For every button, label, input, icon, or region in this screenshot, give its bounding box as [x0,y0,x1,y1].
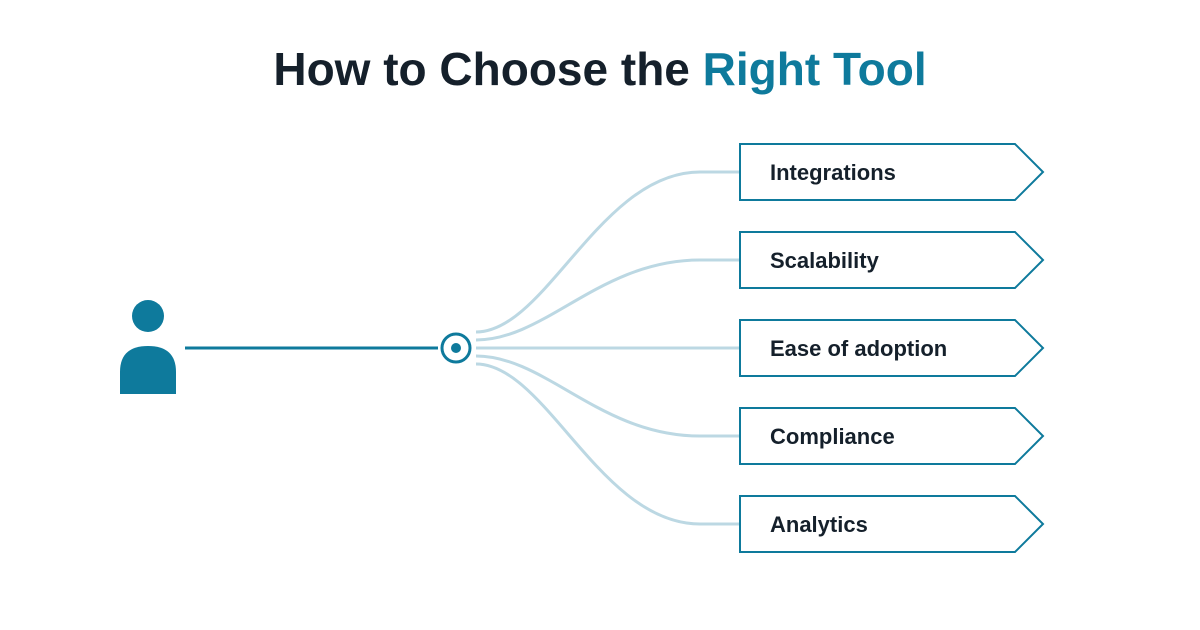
branch-curve [475,362,740,526]
option-label: Ease of adoption [770,336,947,361]
option-label: Analytics [770,512,868,537]
option-item: Integrations [739,143,1045,201]
title-highlight: Right Tool [702,43,927,95]
branch-connectors [475,170,740,526]
target-hub-icon [440,332,472,364]
option-item: Analytics [739,495,1045,553]
option-label: Integrations [770,160,896,185]
option-arrow-box [739,143,1045,201]
option-arrow-box [739,495,1045,553]
branch-curve [475,170,740,334]
option-arrow-box [739,407,1045,465]
user-icon [120,300,176,394]
option-item: Scalability [739,231,1045,289]
page-title: How to Choose the Right Tool [0,40,1200,98]
option-item: Ease of adoption [739,319,1045,377]
title-prefix: How to Choose the [273,43,703,95]
option-item: Compliance [739,407,1045,465]
branch-curve [475,258,740,342]
option-arrow-box [739,319,1045,377]
option-label: Compliance [770,424,895,449]
option-arrow-box [739,231,1045,289]
option-label: Scalability [770,248,880,273]
branch-curve [475,354,740,438]
